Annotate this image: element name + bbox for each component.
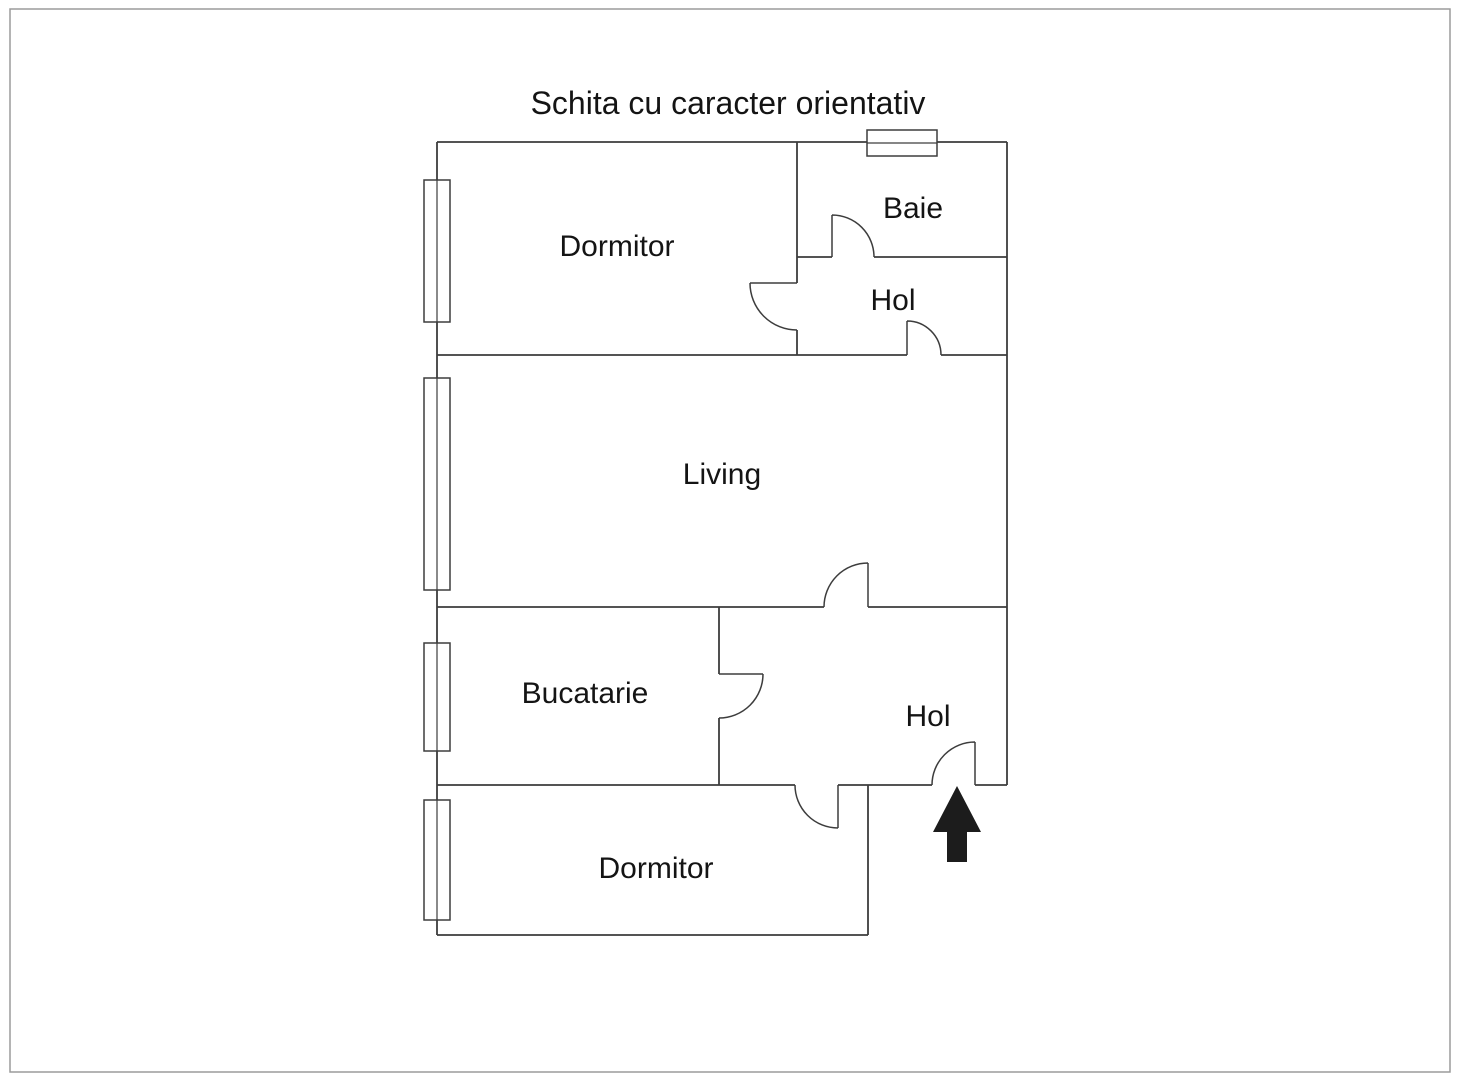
room-label-baie: Baie bbox=[883, 192, 943, 225]
room-labels: Dormitor Baie Hol Living Bucatarie Hol D… bbox=[522, 192, 951, 885]
door-baie bbox=[831, 214, 875, 258]
room-hol-bottom bbox=[719, 607, 1007, 785]
interior-walls bbox=[437, 142, 1007, 786]
entrance-arrow-icon bbox=[933, 786, 981, 862]
room-label-hol-bottom: Hol bbox=[905, 700, 950, 733]
door-living bbox=[823, 562, 869, 608]
page-border bbox=[9, 8, 1451, 1073]
windows bbox=[423, 129, 938, 921]
plan-title: Schita cu caracter orientativ bbox=[531, 85, 926, 121]
doors bbox=[718, 214, 976, 829]
room-label-hol-top: Hol bbox=[870, 284, 915, 317]
room-regions bbox=[437, 142, 1007, 935]
door-dormitor-bottom bbox=[794, 784, 839, 829]
room-label-living: Living bbox=[683, 458, 761, 491]
door-dormitor-top bbox=[749, 282, 798, 331]
room-label-dormitor-top: Dormitor bbox=[559, 230, 674, 263]
door-hol-top bbox=[906, 320, 942, 356]
door-bucatarie bbox=[718, 673, 764, 719]
room-label-bucatarie: Bucatarie bbox=[522, 677, 649, 710]
door-entrance bbox=[931, 741, 976, 786]
room-label-dormitor-bottom: Dormitor bbox=[598, 852, 713, 885]
